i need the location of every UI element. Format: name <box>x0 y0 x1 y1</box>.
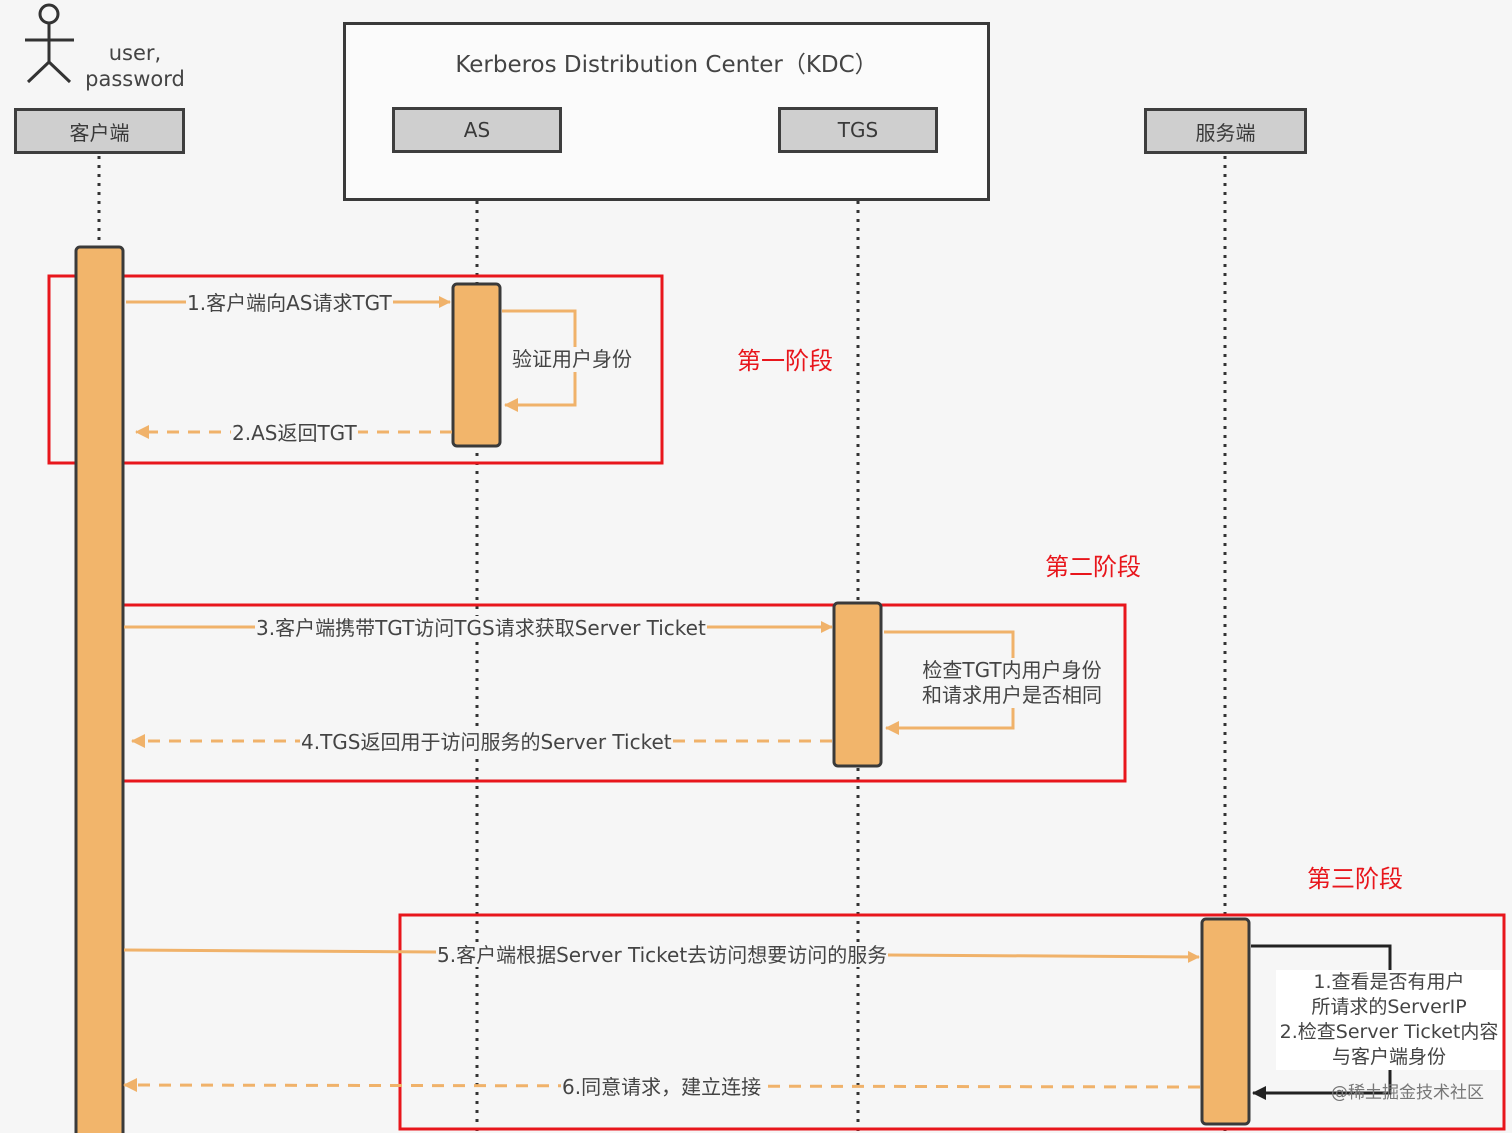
message-1-label: 1.客户端向AS请求TGT <box>186 291 393 315</box>
participant-service: 服务端 <box>1144 108 1307 154</box>
tgs-check-line2: 和请求用户是否相同 <box>922 683 1102 707</box>
message-5-label: 5.客户端根据Server Ticket去访问想要访问的服务 <box>436 943 889 967</box>
service-check-line4: 与客户端身份 <box>1331 1046 1446 1068</box>
phase-1-box <box>47 274 664 465</box>
service-check-line2: 所请求的ServerIP <box>1311 996 1467 1018</box>
tgs-activation-bar <box>832 601 883 768</box>
service-check-line3: 2.检查Server Ticket内容 <box>1279 1021 1499 1043</box>
participant-client: 客户端 <box>14 108 185 154</box>
as-verify-note: 验证用户身份 <box>512 347 632 372</box>
tgs-check-note: 检查TGT内用户身份 和请求用户是否相同 <box>917 658 1107 708</box>
message-6-label: 6.同意请求，建立连接 <box>561 1075 763 1099</box>
message-3-label: 3.客户端携带TGT访问TGS请求获取Server Ticket <box>255 616 707 640</box>
phase-2-label: 第二阶段 <box>1045 553 1141 581</box>
participant-as: AS <box>392 107 562 153</box>
service-check-note: 1.查看是否有用户 所请求的ServerIP 2.检查Server Ticket… <box>1276 970 1502 1070</box>
client-activation-bar <box>74 245 125 1133</box>
actor-label-line1: user, <box>108 41 162 65</box>
actor-label-line2: password <box>85 67 185 91</box>
user-actor-icon <box>25 3 74 84</box>
service-activation-bar <box>1200 917 1251 1126</box>
tgs-check-line1: 检查TGT内用户身份 <box>922 658 1102 682</box>
watermark: @稀土掘金技术社区 <box>1331 1083 1484 1103</box>
message-2-label: 2.AS返回TGT <box>231 421 358 445</box>
phase-1-label: 第一阶段 <box>737 347 833 375</box>
message-4-label: 4.TGS返回用于访问服务的Server Ticket <box>300 730 673 754</box>
as-activation-bar <box>451 282 502 448</box>
kdc-title: Kerberos Distribution Center（KDC） <box>455 52 878 78</box>
phase-3-box <box>398 913 1506 1131</box>
message-6-arrow <box>123 1078 1201 1093</box>
phase-3-label: 第三阶段 <box>1307 865 1403 893</box>
participant-tgs: TGS <box>778 107 938 153</box>
actor-label: user, password <box>80 40 190 92</box>
service-check-line1: 1.查看是否有用户 <box>1313 971 1465 993</box>
